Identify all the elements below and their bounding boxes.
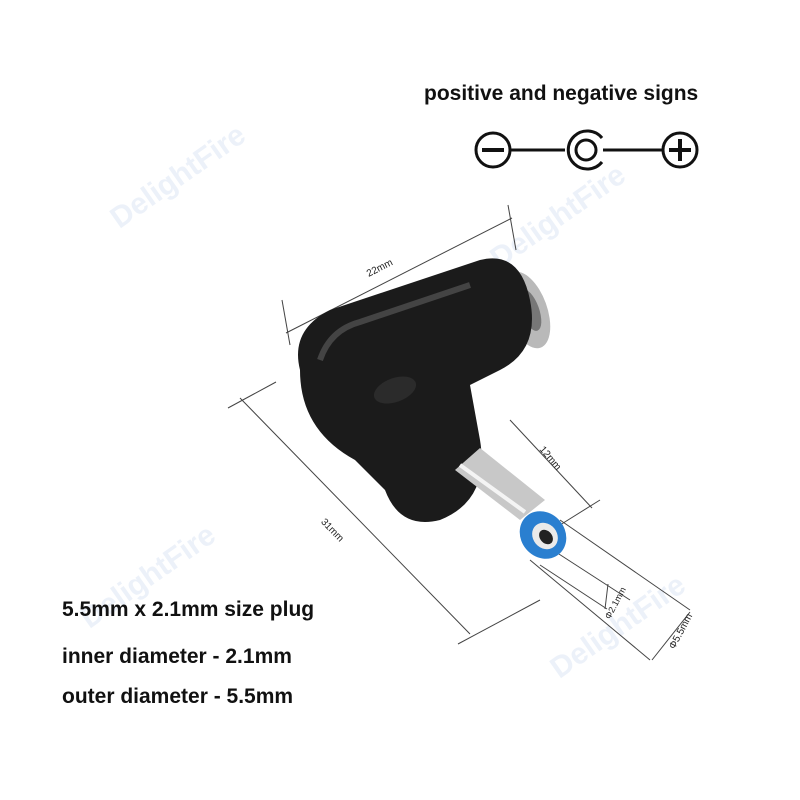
spec-line: 5.5mm x 2.1mm size plug (62, 598, 315, 621)
center-pin-icon (566, 129, 604, 171)
dc-connector (298, 258, 567, 559)
spec-line: outer diameter - 5.5mm (62, 685, 294, 708)
positive-icon (661, 131, 699, 169)
spec-line: inner diameter - 2.1mm (62, 645, 292, 668)
metal-barrel (455, 448, 545, 520)
logo-emboss (373, 376, 417, 404)
negative-icon (474, 131, 512, 169)
polarity-title: positive and negative signs (424, 82, 699, 105)
